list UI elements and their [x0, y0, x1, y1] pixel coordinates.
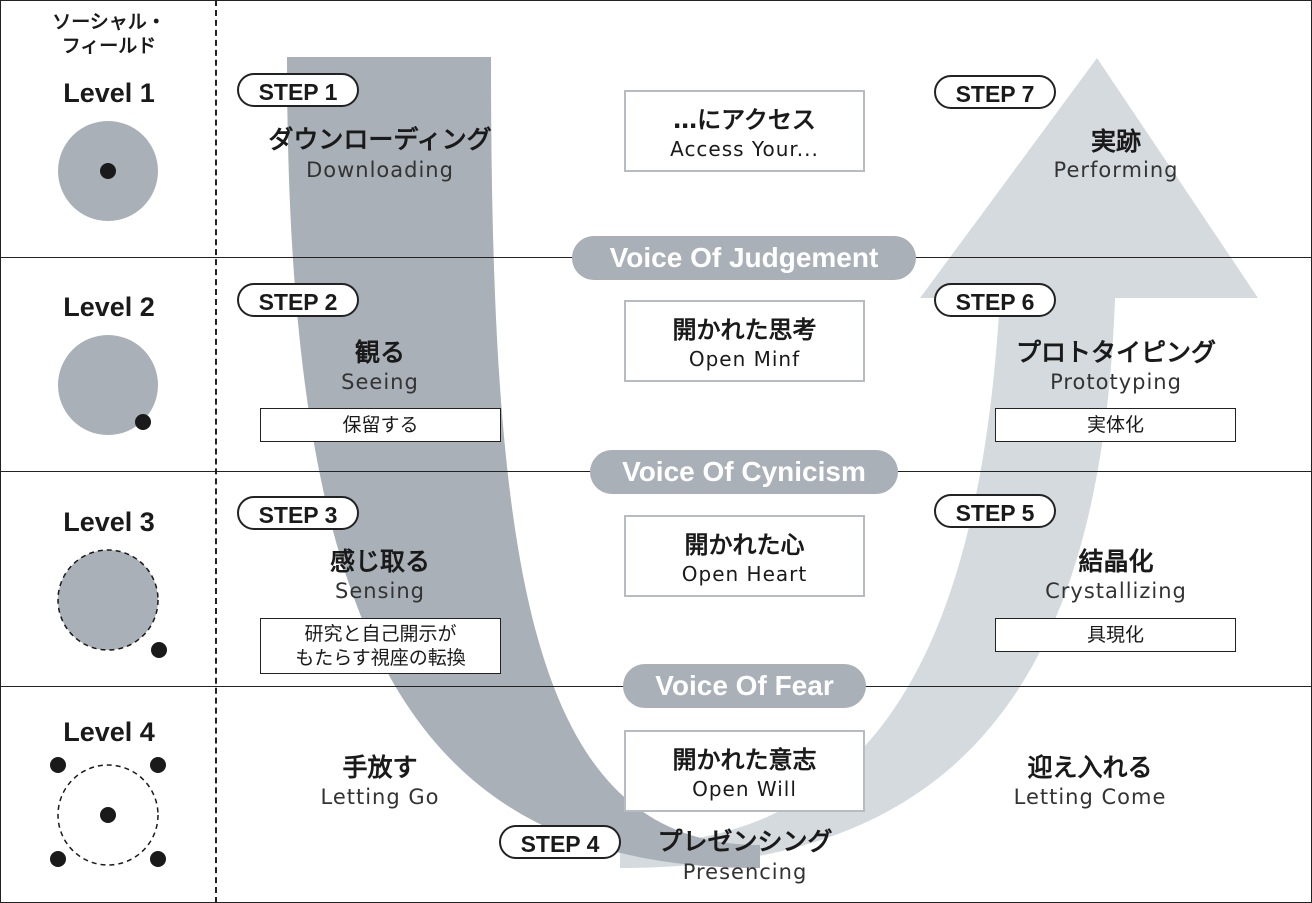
step-4-tag: STEP 4	[499, 825, 621, 859]
letting-come-jp: 迎え入れる	[1027, 753, 1153, 782]
voice-of-cynicism: Voice Of Cynicism	[590, 450, 898, 494]
step-7-jp: 実跡	[1090, 127, 1141, 156]
level-4-label: Level 4	[63, 717, 155, 747]
center-box-access: …にアクセス Access Your...	[624, 90, 865, 172]
voice-of-judgement: Voice Of Judgement	[572, 236, 916, 280]
level-2-label: Level 2	[63, 292, 155, 322]
center-box-en: Open Heart	[681, 562, 808, 586]
level-1-label: Level 1	[63, 78, 155, 108]
step-3-box: 研究と自己開示が もたらす視座の転換	[260, 618, 501, 674]
social-field-label: ソーシャル・ フィールド	[52, 11, 166, 57]
center-box-en: Open Will	[692, 777, 797, 801]
step-4-jp: プレゼンシング	[657, 827, 833, 856]
center-box-open-heart: 開かれた心 Open Heart	[624, 515, 865, 597]
step-5-box: 具現化	[995, 618, 1236, 652]
step-3-tag: STEP 3	[237, 496, 359, 530]
step-6-tag: STEP 6	[934, 283, 1056, 317]
center-box-open-mind: 開かれた思考 Open Minf	[624, 300, 865, 382]
step-2-tag: STEP 2	[237, 283, 359, 317]
center-box-jp: …にアクセス	[673, 106, 816, 134]
step-3-jp: 感じ取る	[329, 547, 430, 576]
u-right-arm	[620, 58, 1258, 868]
step-2-jp: 観る	[354, 338, 405, 367]
step-2-box: 保留する	[260, 408, 501, 442]
level-3-circle-icon	[57, 549, 167, 658]
center-box-jp: 開かれた意志	[672, 746, 817, 774]
center-box-open-will: 開かれた意志 Open Will	[624, 730, 865, 812]
letting-come-en: Letting Come	[1013, 785, 1167, 809]
step-1-en: Downloading	[306, 158, 454, 182]
step-1-jp: ダウンローディング	[268, 125, 492, 154]
letting-go-jp: 手放す	[342, 753, 418, 782]
step-2-en: Seeing	[341, 370, 419, 394]
column-divider	[215, 0, 217, 903]
step-5-tag: STEP 5	[934, 494, 1056, 528]
level-1-circle-icon	[58, 121, 158, 221]
step-7-tag: STEP 7	[934, 75, 1056, 109]
center-box-en: Open Minf	[688, 347, 801, 371]
step-3-en: Sensing	[335, 579, 425, 603]
step-6-en: Prototyping	[1050, 370, 1182, 394]
letting-go-en: Letting Go	[320, 785, 440, 809]
step-5-en: Crystallizing	[1045, 579, 1187, 603]
step-4-en: Presencing	[682, 860, 808, 884]
step-7-en: Performing	[1053, 158, 1179, 182]
step-6-box: 実体化	[995, 408, 1236, 442]
voice-of-fear: Voice Of Fear	[623, 664, 866, 708]
center-box-en: Access Your...	[670, 137, 819, 161]
level-3-label: Level 3	[63, 507, 155, 537]
step-6-jp: プロトタイピング	[1015, 338, 1216, 367]
step-5-jp: 結晶化	[1078, 547, 1154, 576]
level-4-circle-icon	[50, 757, 166, 867]
center-box-jp: 開かれた心	[684, 531, 805, 559]
level-2-circle-icon	[58, 335, 158, 435]
step-1-tag: STEP 1	[237, 73, 359, 107]
center-box-jp: 開かれた思考	[672, 316, 817, 344]
